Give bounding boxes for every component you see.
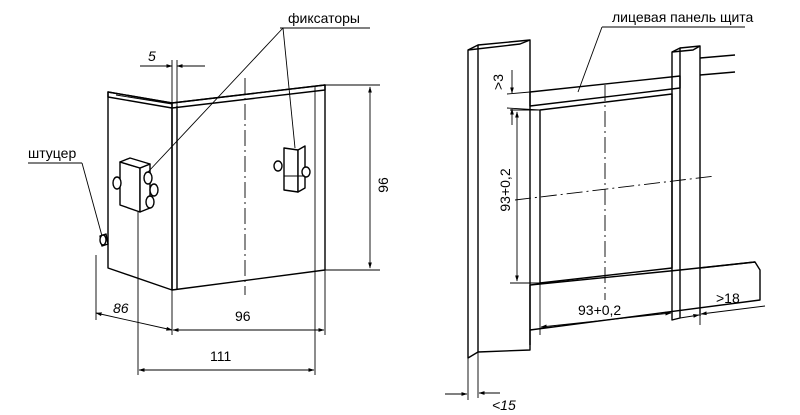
fixators-label: фиксаторы — [288, 10, 360, 26]
fitting-label: штуцер — [28, 145, 76, 161]
dim-max-15: <15 — [492, 397, 516, 413]
fitting — [99, 233, 109, 247]
dim-cutout-height: 93+0,2 — [497, 168, 513, 211]
front-panel-label: лицевая панель щита — [612, 9, 754, 25]
left-fixator — [112, 157, 159, 213]
dim-111: 111 — [210, 348, 231, 364]
right-fixator — [273, 145, 311, 193]
dim-96-width: 96 — [235, 308, 251, 324]
dim-min-3: >3 — [490, 74, 506, 90]
dim-cutout-width: 93+0,2 — [578, 302, 621, 318]
device-view — [99, 78, 326, 295]
dim-96-height: 96 — [375, 177, 391, 193]
dim-5: 5 — [148, 48, 156, 64]
dim-86: 86 — [113, 300, 129, 316]
dim-min-18: >18 — [716, 290, 740, 306]
